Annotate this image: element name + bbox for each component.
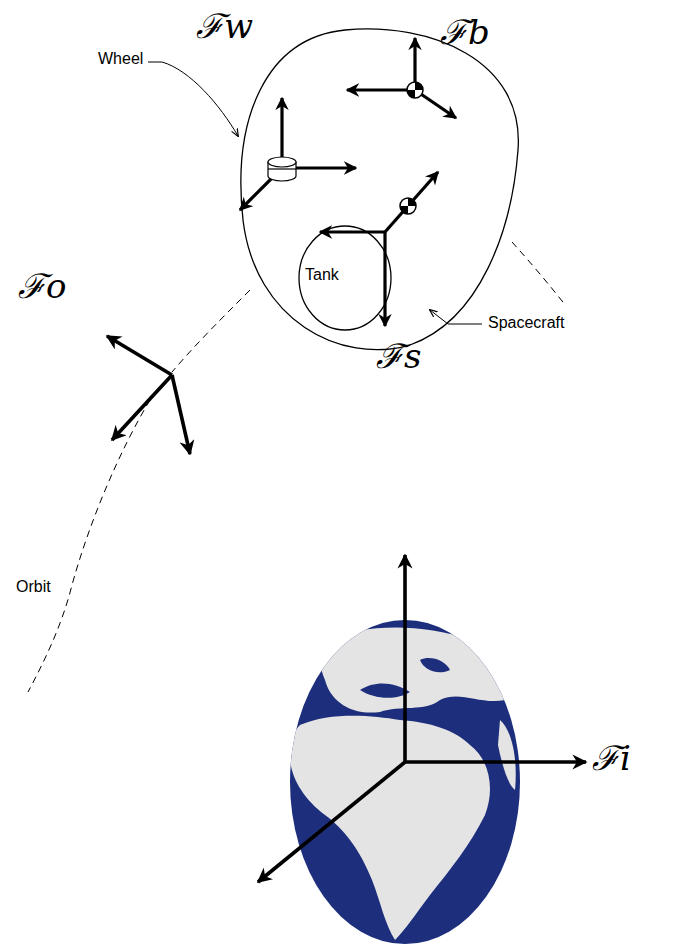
frame-label: ℱb xyxy=(440,14,490,51)
spacecraft-leader xyxy=(430,310,448,324)
part-name: Spacecraft xyxy=(486,314,566,332)
cg-symbol xyxy=(407,82,423,98)
part-name: Orbit xyxy=(14,578,53,596)
cg-symbol xyxy=(400,198,416,214)
part-name: Tank xyxy=(303,266,341,284)
frame-label: ℱs xyxy=(376,338,421,375)
part-name: Wheel xyxy=(96,50,145,68)
body-frame xyxy=(347,38,456,118)
spacecraft-outline xyxy=(241,29,518,350)
wheel-symbol xyxy=(268,157,296,181)
orbit-frame xyxy=(107,336,190,454)
inertial-frame xyxy=(258,555,586,882)
wheel-frame xyxy=(240,98,356,210)
spacecraft-frame xyxy=(320,172,438,326)
orbit-path xyxy=(28,242,566,692)
frame-label: ℱo xyxy=(18,268,66,305)
spacecraft-leader xyxy=(448,324,482,325)
wheel-leader xyxy=(148,62,238,136)
tank-outline xyxy=(299,226,391,330)
frame-label: ℱi xyxy=(592,740,631,777)
frame-label: ℱw xyxy=(196,8,253,45)
